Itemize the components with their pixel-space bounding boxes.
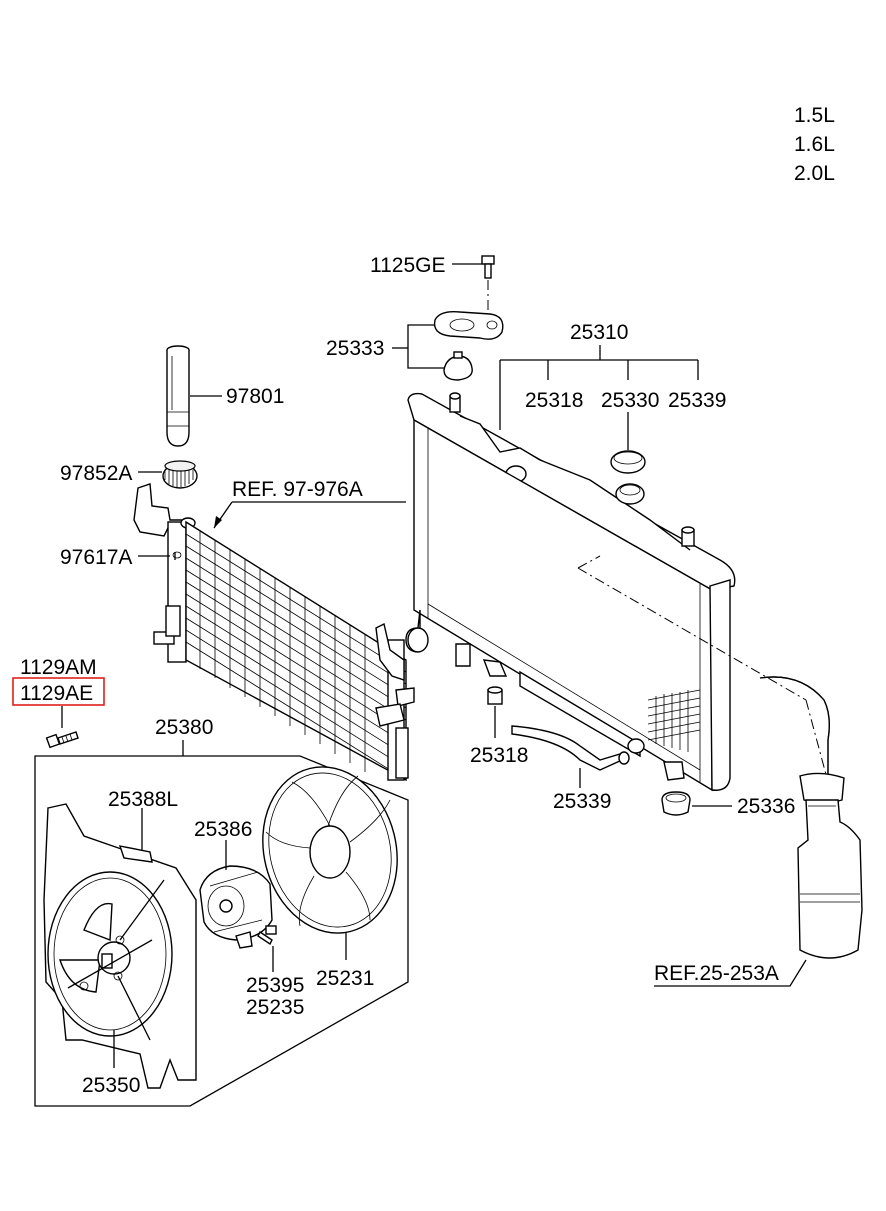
label-97617A[interactable]: 97617A bbox=[60, 546, 132, 569]
receiver-drier-97801 bbox=[166, 345, 190, 447]
label-25339-top[interactable]: 25339 bbox=[668, 389, 726, 412]
label-25380[interactable]: 25380 bbox=[155, 716, 213, 739]
label-25330[interactable]: 25330 bbox=[601, 389, 659, 412]
label-1125GE[interactable]: 1125GE bbox=[370, 254, 446, 277]
condenser-fins bbox=[185, 531, 407, 781]
condenser bbox=[133, 483, 415, 782]
label-25318-bottom[interactable]: 25318 bbox=[470, 744, 528, 767]
label-25395[interactable]: 25395 bbox=[246, 974, 304, 997]
label-ref-25-253A[interactable]: REF.25-253A bbox=[654, 962, 779, 985]
hose-25339 bbox=[511, 725, 630, 788]
bolt-1125GE bbox=[481, 255, 495, 318]
label-25339-bottom[interactable]: 25339 bbox=[553, 790, 611, 813]
label-25231[interactable]: 25231 bbox=[316, 967, 374, 990]
fan-motor-25386 bbox=[199, 865, 273, 949]
label-25336[interactable]: 25336 bbox=[737, 795, 795, 818]
coolant-reservoir bbox=[759, 676, 863, 959]
cap-97852A bbox=[162, 460, 198, 489]
fan-assembly-box bbox=[34, 755, 409, 1107]
radiator-mesh bbox=[647, 689, 701, 752]
screw-25395 bbox=[257, 925, 277, 946]
engine-option-2: 1.6L bbox=[794, 133, 835, 156]
label-25318-top[interactable]: 25318 bbox=[525, 389, 583, 412]
engine-options: 1.5L 1.6L 2.0L bbox=[794, 104, 835, 185]
engine-option-1: 1.5L bbox=[794, 104, 835, 127]
label-1129AE[interactable]: 1129AE bbox=[20, 682, 93, 705]
label-ref-97-976A[interactable]: REF. 97-976A bbox=[232, 478, 363, 501]
label-97801[interactable]: 97801 bbox=[226, 385, 284, 408]
engine-option-3: 2.0L bbox=[794, 162, 835, 185]
label-1129AM[interactable]: 1129AM bbox=[20, 656, 97, 679]
label-25310[interactable]: 25310 bbox=[570, 321, 628, 344]
bracket-25333 bbox=[433, 310, 504, 381]
label-25350[interactable]: 25350 bbox=[82, 1074, 140, 1097]
plug-25318 bbox=[487, 686, 503, 738]
fan-shroud bbox=[43, 803, 197, 1089]
fan-blade-25231 bbox=[262, 766, 398, 934]
radiator-cap-25330 bbox=[610, 412, 646, 474]
label-25333[interactable]: 25333 bbox=[326, 337, 384, 360]
label-97852A[interactable]: 97852A bbox=[60, 462, 132, 485]
drain-plug-25336 bbox=[661, 791, 691, 816]
label-25235[interactable]: 25235 bbox=[246, 996, 304, 1019]
highlight-box-1129AE bbox=[12, 677, 105, 706]
radiator-25310 bbox=[405, 392, 736, 792]
label-25388L[interactable]: 25388L bbox=[108, 788, 178, 811]
bolt-1129AE bbox=[45, 731, 79, 749]
label-25386[interactable]: 25386 bbox=[194, 818, 252, 841]
